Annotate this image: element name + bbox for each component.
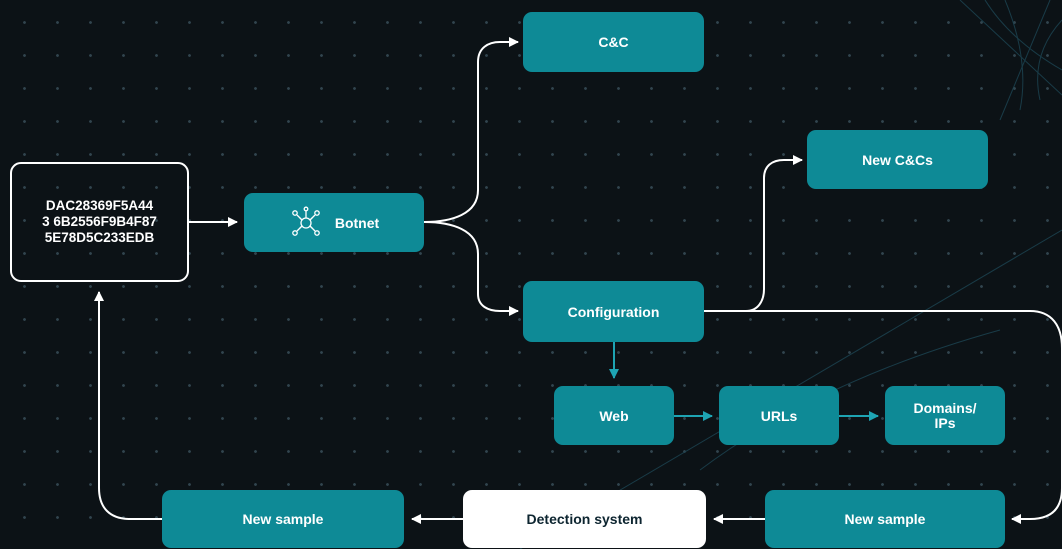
connector-new-sample-to-hash [94, 291, 162, 520]
new-cncs-label: New C&Cs [862, 151, 933, 168]
hash-line: DAC28369F5A44 [45, 198, 154, 213]
connector-configuration-to-new-sample [704, 310, 1062, 524]
detection-system-node: Detection system [463, 490, 706, 548]
cnc-node: C&C [523, 12, 704, 72]
cnc-label: C&C [598, 34, 629, 50]
connector-botnet-to-configuration [423, 221, 519, 316]
hash-line: 3 6B2556F9B4F87 [42, 214, 157, 229]
web-node: Web [554, 386, 674, 445]
domains-ips-node: Domains/ IPs [885, 386, 1005, 445]
botnet-node: Botnet [244, 193, 424, 252]
hash-line: 5E78D5C233EDB [44, 230, 155, 245]
urls-label: URLs [760, 407, 798, 424]
connector-configuration-to-new-cncs [704, 155, 803, 312]
hash-node: DAC28369F5A44 3 6B2556F9B4F87 5E78D5C233… [10, 162, 189, 282]
new-cncs-node: New C&Cs [807, 130, 988, 189]
web-label: Web [599, 407, 629, 424]
botnet-label: Botnet [334, 214, 380, 231]
new-sample-right-node: New sample [765, 490, 1005, 548]
urls-node: URLs [719, 386, 839, 445]
new-sample-label: New sample [844, 511, 926, 527]
domains-ips-label: Domains/ [913, 399, 977, 416]
network-virus-icon [291, 206, 320, 236]
domains-ips-label: IPs [934, 414, 956, 431]
detection-system-label: Detection system [526, 511, 643, 527]
connector-botnet-to-cnc [423, 37, 519, 223]
new-sample-label: New sample [242, 511, 324, 527]
configuration-label: Configuration [567, 303, 660, 320]
configuration-node: Configuration [523, 281, 704, 342]
new-sample-left-node: New sample [162, 490, 404, 548]
